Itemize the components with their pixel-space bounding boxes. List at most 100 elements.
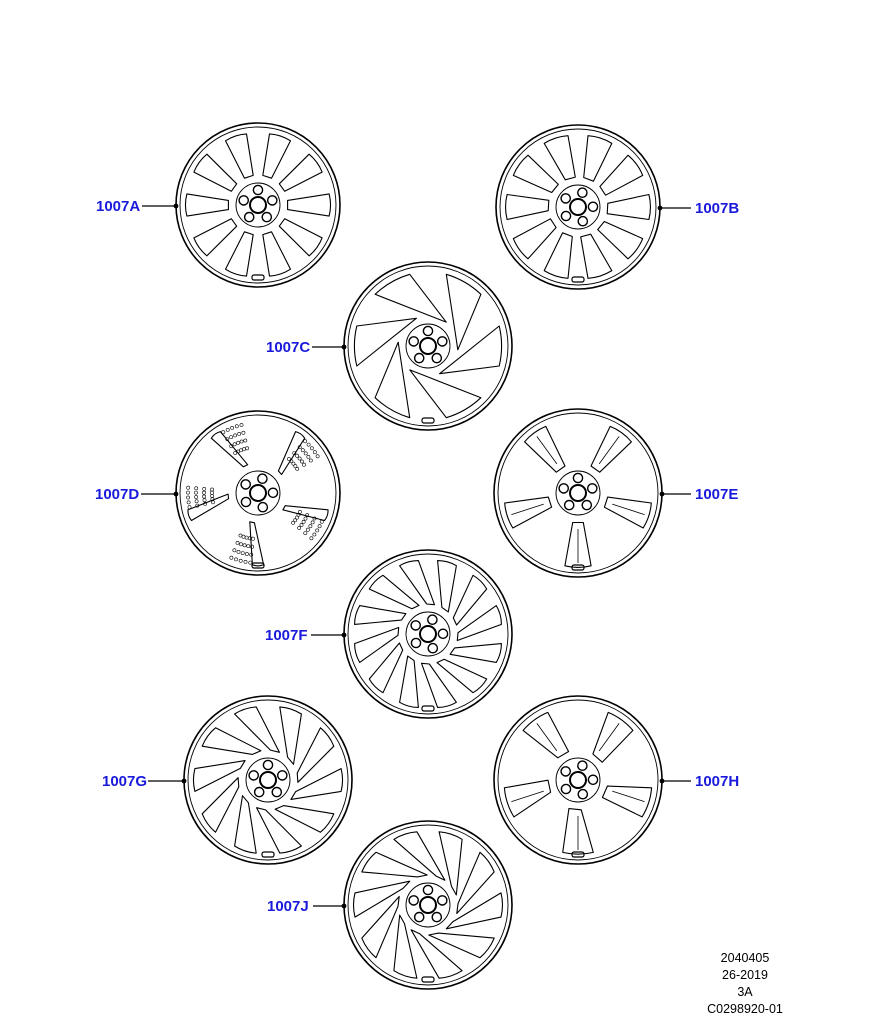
lug-nut: [577, 788, 589, 800]
spoke-window: [562, 808, 594, 855]
spoke-window: [505, 193, 550, 221]
spoke-window: [287, 193, 332, 217]
perforation-dot: [249, 552, 254, 557]
perforation-dot: [229, 555, 234, 560]
lug-nut: [248, 770, 259, 781]
perforation-dot: [300, 448, 305, 453]
lug-nut: [267, 487, 279, 499]
callout-label-1007E: 1007E: [695, 486, 738, 503]
perforation-dot: [308, 524, 313, 529]
hub-plate: [405, 611, 451, 657]
reference-line-3: 3A: [737, 985, 753, 999]
perforation-dot: [306, 442, 311, 447]
rim-inner: [347, 553, 509, 715]
center-cap: [569, 198, 587, 216]
spoke-window: [583, 135, 613, 182]
wheel-1007A: 1007A: [96, 122, 341, 288]
spoke-window: [234, 795, 257, 854]
perforation-dot: [233, 433, 238, 438]
valve-stem: [421, 976, 435, 983]
perforation-dot: [186, 500, 191, 505]
lug-nut: [238, 195, 249, 206]
callout-label-1007B: 1007B: [695, 200, 739, 217]
perforation-dot: [238, 558, 243, 563]
spoke-window: [456, 605, 502, 642]
perforation-dot: [244, 552, 249, 556]
callout-dot: [657, 205, 663, 211]
spoke-window: [279, 706, 302, 765]
perforation-dot: [210, 487, 215, 492]
perforation-dot: [295, 453, 299, 458]
perforation-dot: [315, 528, 320, 533]
callout-label-1007C: 1007C: [266, 339, 310, 356]
perforation-dot: [303, 439, 308, 444]
lug-nut: [431, 352, 443, 364]
rim-outer: [343, 549, 513, 719]
lug-nut: [422, 884, 434, 896]
lug-nut: [587, 774, 599, 786]
perforation-dot: [234, 424, 239, 429]
spoke-window: [278, 153, 323, 192]
lug-nut: [408, 895, 420, 906]
callout-dot: [341, 344, 347, 350]
perforation-dot: [241, 430, 246, 435]
perforation-dot: [240, 551, 245, 556]
spoke-window: [234, 706, 280, 753]
perforation-dot: [229, 444, 234, 449]
perforation-dot: [210, 490, 214, 495]
perforation-dot: [202, 486, 207, 491]
spoke-window: [352, 880, 411, 918]
callout-dot: [341, 632, 347, 638]
perforation-dot: [291, 461, 296, 466]
lug-nut: [581, 499, 593, 511]
perforation-dot: [237, 431, 242, 436]
spoke-window: [606, 193, 651, 221]
callout-label-1007D: 1007D: [95, 486, 139, 503]
callout-label-1007A: 1007A: [96, 198, 140, 215]
valve-stem: [251, 562, 265, 569]
lug-nut: [560, 783, 572, 795]
spoke-edge: [612, 503, 645, 516]
callout-label-1007J: 1007J: [267, 898, 309, 915]
rim-inner: [179, 414, 337, 572]
spoke-window: [597, 220, 644, 260]
spoke-window: [262, 133, 292, 179]
lug-nut: [577, 760, 588, 772]
spoke-window: [543, 232, 573, 279]
perforation-dot: [232, 548, 237, 553]
valve-stem: [571, 851, 585, 858]
perforation-dot: [303, 451, 308, 456]
hub-plate: [555, 757, 601, 803]
perforation-dot: [296, 512, 301, 517]
hub-plate: [235, 470, 281, 516]
lug-nut: [431, 911, 443, 923]
spoke-window: [449, 643, 502, 663]
perforation-dot: [236, 550, 241, 554]
perforation-dot: [202, 498, 207, 503]
spoke-window: [393, 831, 446, 881]
perforation-dot: [195, 503, 200, 508]
spoke-window: [187, 493, 230, 522]
perforation-dot: [194, 495, 199, 499]
lug-nut: [410, 620, 422, 631]
spoke-window: [409, 369, 482, 419]
spoke-window: [428, 932, 495, 959]
callout-dot: [173, 203, 179, 209]
spoke-window: [290, 768, 344, 800]
lug-nut: [266, 195, 278, 206]
wheel-1007J: 1007J: [267, 820, 513, 990]
spoke-window: [361, 851, 428, 878]
perforation-dot: [234, 557, 238, 562]
spoke-window: [224, 231, 254, 277]
perforation-dot: [211, 500, 215, 505]
spoke-window: [524, 425, 566, 473]
perforation-dot: [229, 435, 234, 440]
callout-label-1007G: 1007G: [102, 773, 147, 790]
perforation-dot: [239, 423, 244, 427]
callout-dot: [173, 491, 179, 497]
spoke-window: [452, 574, 488, 626]
wheel-1007E: 1007E: [493, 408, 738, 578]
spoke-window: [282, 505, 329, 522]
lug-nut: [271, 786, 283, 798]
hub-plate: [235, 182, 281, 228]
